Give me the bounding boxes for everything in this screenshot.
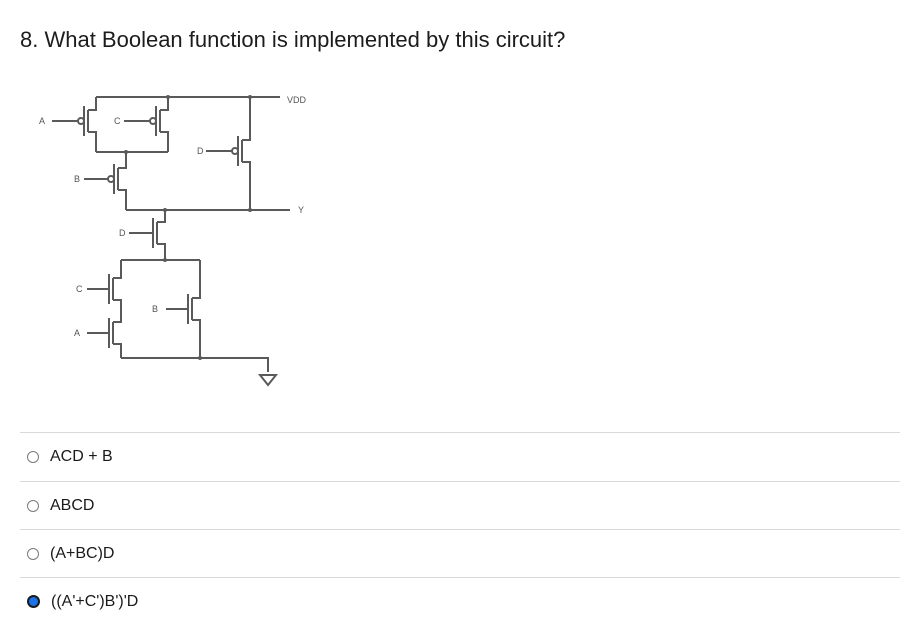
answer-options: ACD + B ABCD (A+BC)D ((A'+C')B')'D [20,432,900,625]
pmos-c-label: C [114,116,121,126]
nmos-c-label: C [76,284,83,294]
output-y-label: Y [298,205,304,215]
radio-button[interactable] [27,499,39,512]
radio-button[interactable] [27,547,39,560]
answer-option-selected[interactable]: ((A'+C')B')'D [20,577,900,625]
option-label: ((A'+C')B')'D [51,592,139,610]
answer-option[interactable]: (A+BC)D [20,529,900,577]
radio-button-checked[interactable] [27,595,40,608]
nmos-d-label: D [119,228,126,238]
pmos-a-label: A [39,116,45,126]
vdd-label: VDD [287,95,307,105]
answer-option[interactable]: ACD + B [20,432,900,481]
radio-button[interactable] [27,451,39,463]
pmos-b-label: B [74,174,80,184]
nmos-a-label: A [74,328,80,338]
option-label: ACD + B [50,448,113,465]
cmos-circuit-diagram: VDD Y A C B D D C A B [39,95,307,387]
nmos-b-label: B [152,304,158,314]
option-label: (A+BC)D [50,544,115,562]
option-label: ABCD [50,496,95,514]
pmos-d-label: D [197,146,204,156]
answer-option[interactable]: ABCD [20,481,900,529]
question-text: 8. What Boolean function is implemented … [20,27,566,52]
